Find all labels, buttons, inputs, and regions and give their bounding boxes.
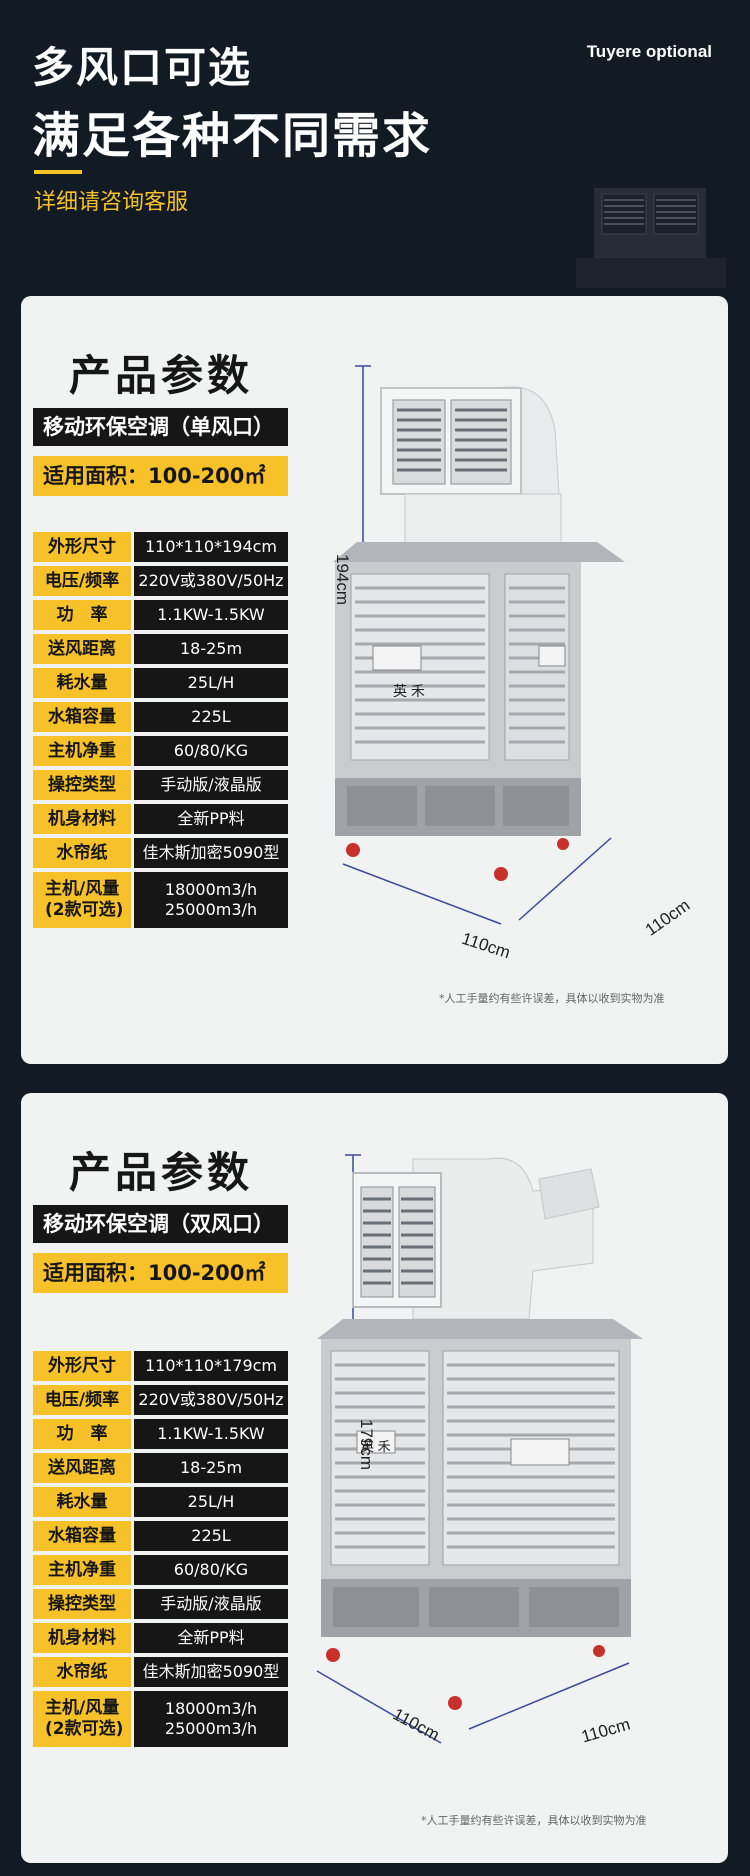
spec-value: 18-25m	[134, 1453, 288, 1483]
spec-value: 220V或380V/50Hz	[134, 566, 288, 596]
spec-label: 功 率	[33, 600, 131, 630]
hero-subtitle: 详细请咨询客服	[34, 190, 189, 215]
spec-label: 主机净重	[33, 1555, 131, 1585]
brand-mark: 英 禾	[361, 1439, 391, 1454]
spec-label: 水帘纸	[33, 838, 131, 868]
spec-value: 225L	[134, 702, 288, 732]
spec-value: 110*110*194cm	[134, 532, 288, 562]
spec-label: 外形尺寸	[33, 532, 131, 562]
hero-english-label: Tuyere optional	[586, 42, 712, 61]
hero-title-line1: 多风口可选	[32, 43, 253, 92]
spec-value: 全新PP料	[134, 1623, 288, 1653]
spec-value: 佳木斯加密5090型	[134, 1657, 288, 1687]
spec-value: 佳木斯加密5090型	[134, 838, 288, 868]
spec-value: 18000m3/h 25000m3/h	[134, 1691, 288, 1747]
spec-value: 60/80/KG	[134, 736, 288, 766]
cooler-silhouette-image	[576, 188, 726, 288]
section-title: 产品参数	[69, 351, 254, 400]
spec-label: 电压/频率	[33, 566, 131, 596]
measurement-note: *人工手量约有些许误差，具体以收到实物为准	[421, 1814, 647, 1827]
spec-value: 18000m3/h 25000m3/h	[134, 872, 288, 928]
spec-value: 18-25m	[134, 634, 288, 664]
brand-mark: 英 禾	[393, 683, 425, 699]
spec-value: 1.1KW-1.5KW	[134, 1419, 288, 1449]
spec-label: 送风距离	[33, 1453, 131, 1483]
model-name: 移动环保空调（双风口）	[33, 1205, 288, 1243]
section-title: 产品参数	[69, 1148, 254, 1197]
spec-value: 手动版/液晶版	[134, 1589, 288, 1619]
spec-value: 手动版/液晶版	[134, 770, 288, 800]
spec-value: 25L/H	[134, 1487, 288, 1517]
hero-accent-rule	[34, 170, 82, 174]
spec-value: 25L/H	[134, 668, 288, 698]
spec-value: 220V或380V/50Hz	[134, 1385, 288, 1415]
spec-label: 耗水量	[33, 668, 131, 698]
height-dimension: 194cm	[333, 554, 352, 606]
spec-label: 电压/频率	[33, 1385, 131, 1415]
spec-label: 水箱容量	[33, 702, 131, 732]
hero-title-line2: 满足各种不同需求	[32, 108, 433, 164]
spec-label: 操控类型	[33, 770, 131, 800]
spec-value: 全新PP料	[134, 804, 288, 834]
hero-banner: 多风口可选 满足各种不同需求 详细请咨询客服 Tuyere optional	[0, 0, 750, 290]
spec-label: 操控类型	[33, 1589, 131, 1619]
applicable-area: 适用面积：100-200㎡	[33, 1253, 288, 1293]
spec-label: 耗水量	[33, 1487, 131, 1517]
cooler-single-outlet-image	[333, 365, 625, 925]
spec-label: 送风距离	[33, 634, 131, 664]
spec-label: 主机净重	[33, 736, 131, 766]
applicable-area: 适用面积：100-200㎡	[33, 456, 288, 496]
spec-value: 225L	[134, 1521, 288, 1551]
spec-label: 水帘纸	[33, 1657, 131, 1687]
measurement-note: *人工手量约有些许误差，具体以收到实物为准	[439, 992, 665, 1005]
spec-value: 60/80/KG	[134, 1555, 288, 1585]
spec-label: 机身材料	[33, 1623, 131, 1653]
spec-label: 主机/风量 (2款可选)	[33, 1691, 131, 1747]
spec-label: 外形尺寸	[33, 1351, 131, 1381]
spec-label: 功 率	[33, 1419, 131, 1449]
spec-label: 主机/风量 (2款可选)	[33, 872, 131, 928]
cooler-double-outlet-image	[316, 1154, 643, 1744]
spec-value: 110*110*179cm	[134, 1351, 288, 1381]
spec-label: 水箱容量	[33, 1521, 131, 1551]
model-name: 移动环保空调（单风口）	[33, 408, 288, 446]
spec-label: 机身材料	[33, 804, 131, 834]
spec-value: 1.1KW-1.5KW	[134, 600, 288, 630]
